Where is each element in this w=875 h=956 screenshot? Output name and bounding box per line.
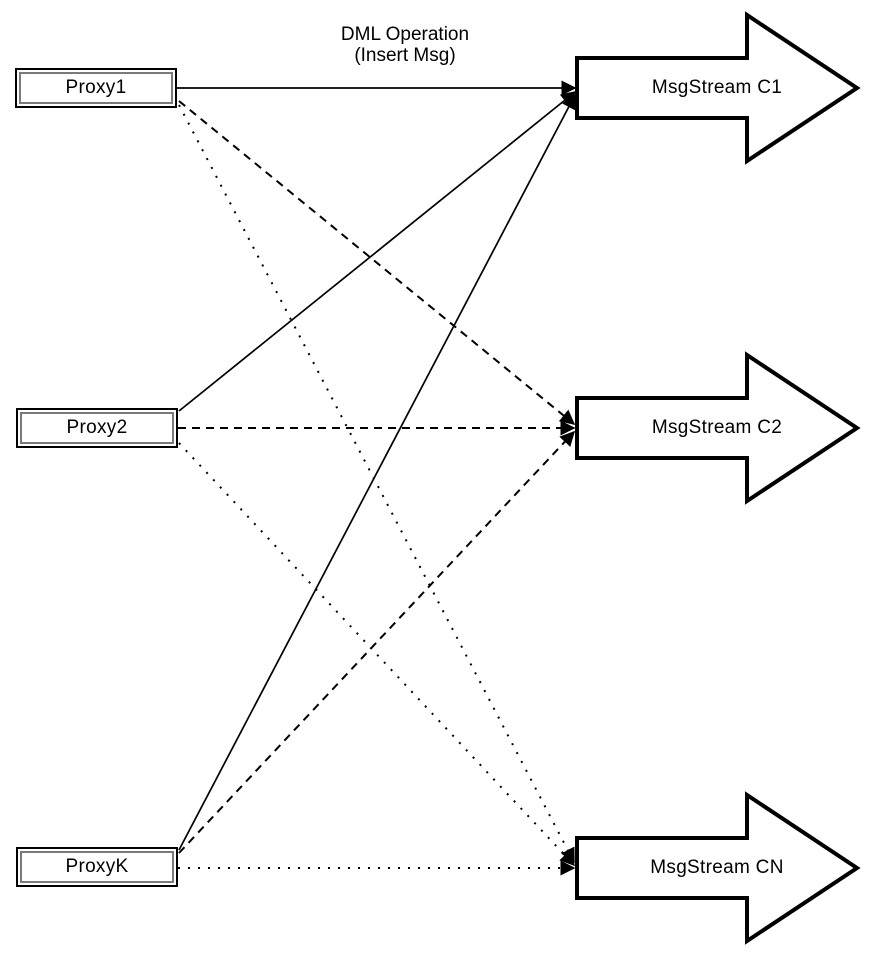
msgstream-c1-arrow-shape (575, 11, 861, 165)
proxy1-label: Proxy1 (19, 72, 173, 104)
proxy2-label: Proxy2 (20, 412, 174, 444)
msgstream-cn-arrow-shape (575, 791, 861, 945)
node-proxy2: Proxy2 (16, 408, 178, 448)
edge-proxyk-c1-solid (178, 93, 576, 851)
edge-proxy1-c2-dashed (178, 100, 576, 425)
node-proxyk: ProxyK (16, 847, 178, 887)
dml-operation-label-line1: DML Operation (340, 24, 470, 45)
proxyk-label: ProxyK (20, 851, 174, 883)
edge-proxyk-c2-dashed (178, 430, 576, 854)
node-proxy1: Proxy1 (15, 68, 177, 108)
edge-proxy2-c1-solid (178, 91, 577, 412)
dml-operation-label: DML Operation (Insert Msg) (285, 24, 525, 66)
msgstream-c2-arrow-shape (575, 351, 861, 505)
edge-proxy1-cn-dotted (178, 104, 575, 864)
edge-proxy2-cn-dotted (178, 442, 576, 867)
dml-operation-label-line2: (Insert Msg) (354, 45, 456, 66)
